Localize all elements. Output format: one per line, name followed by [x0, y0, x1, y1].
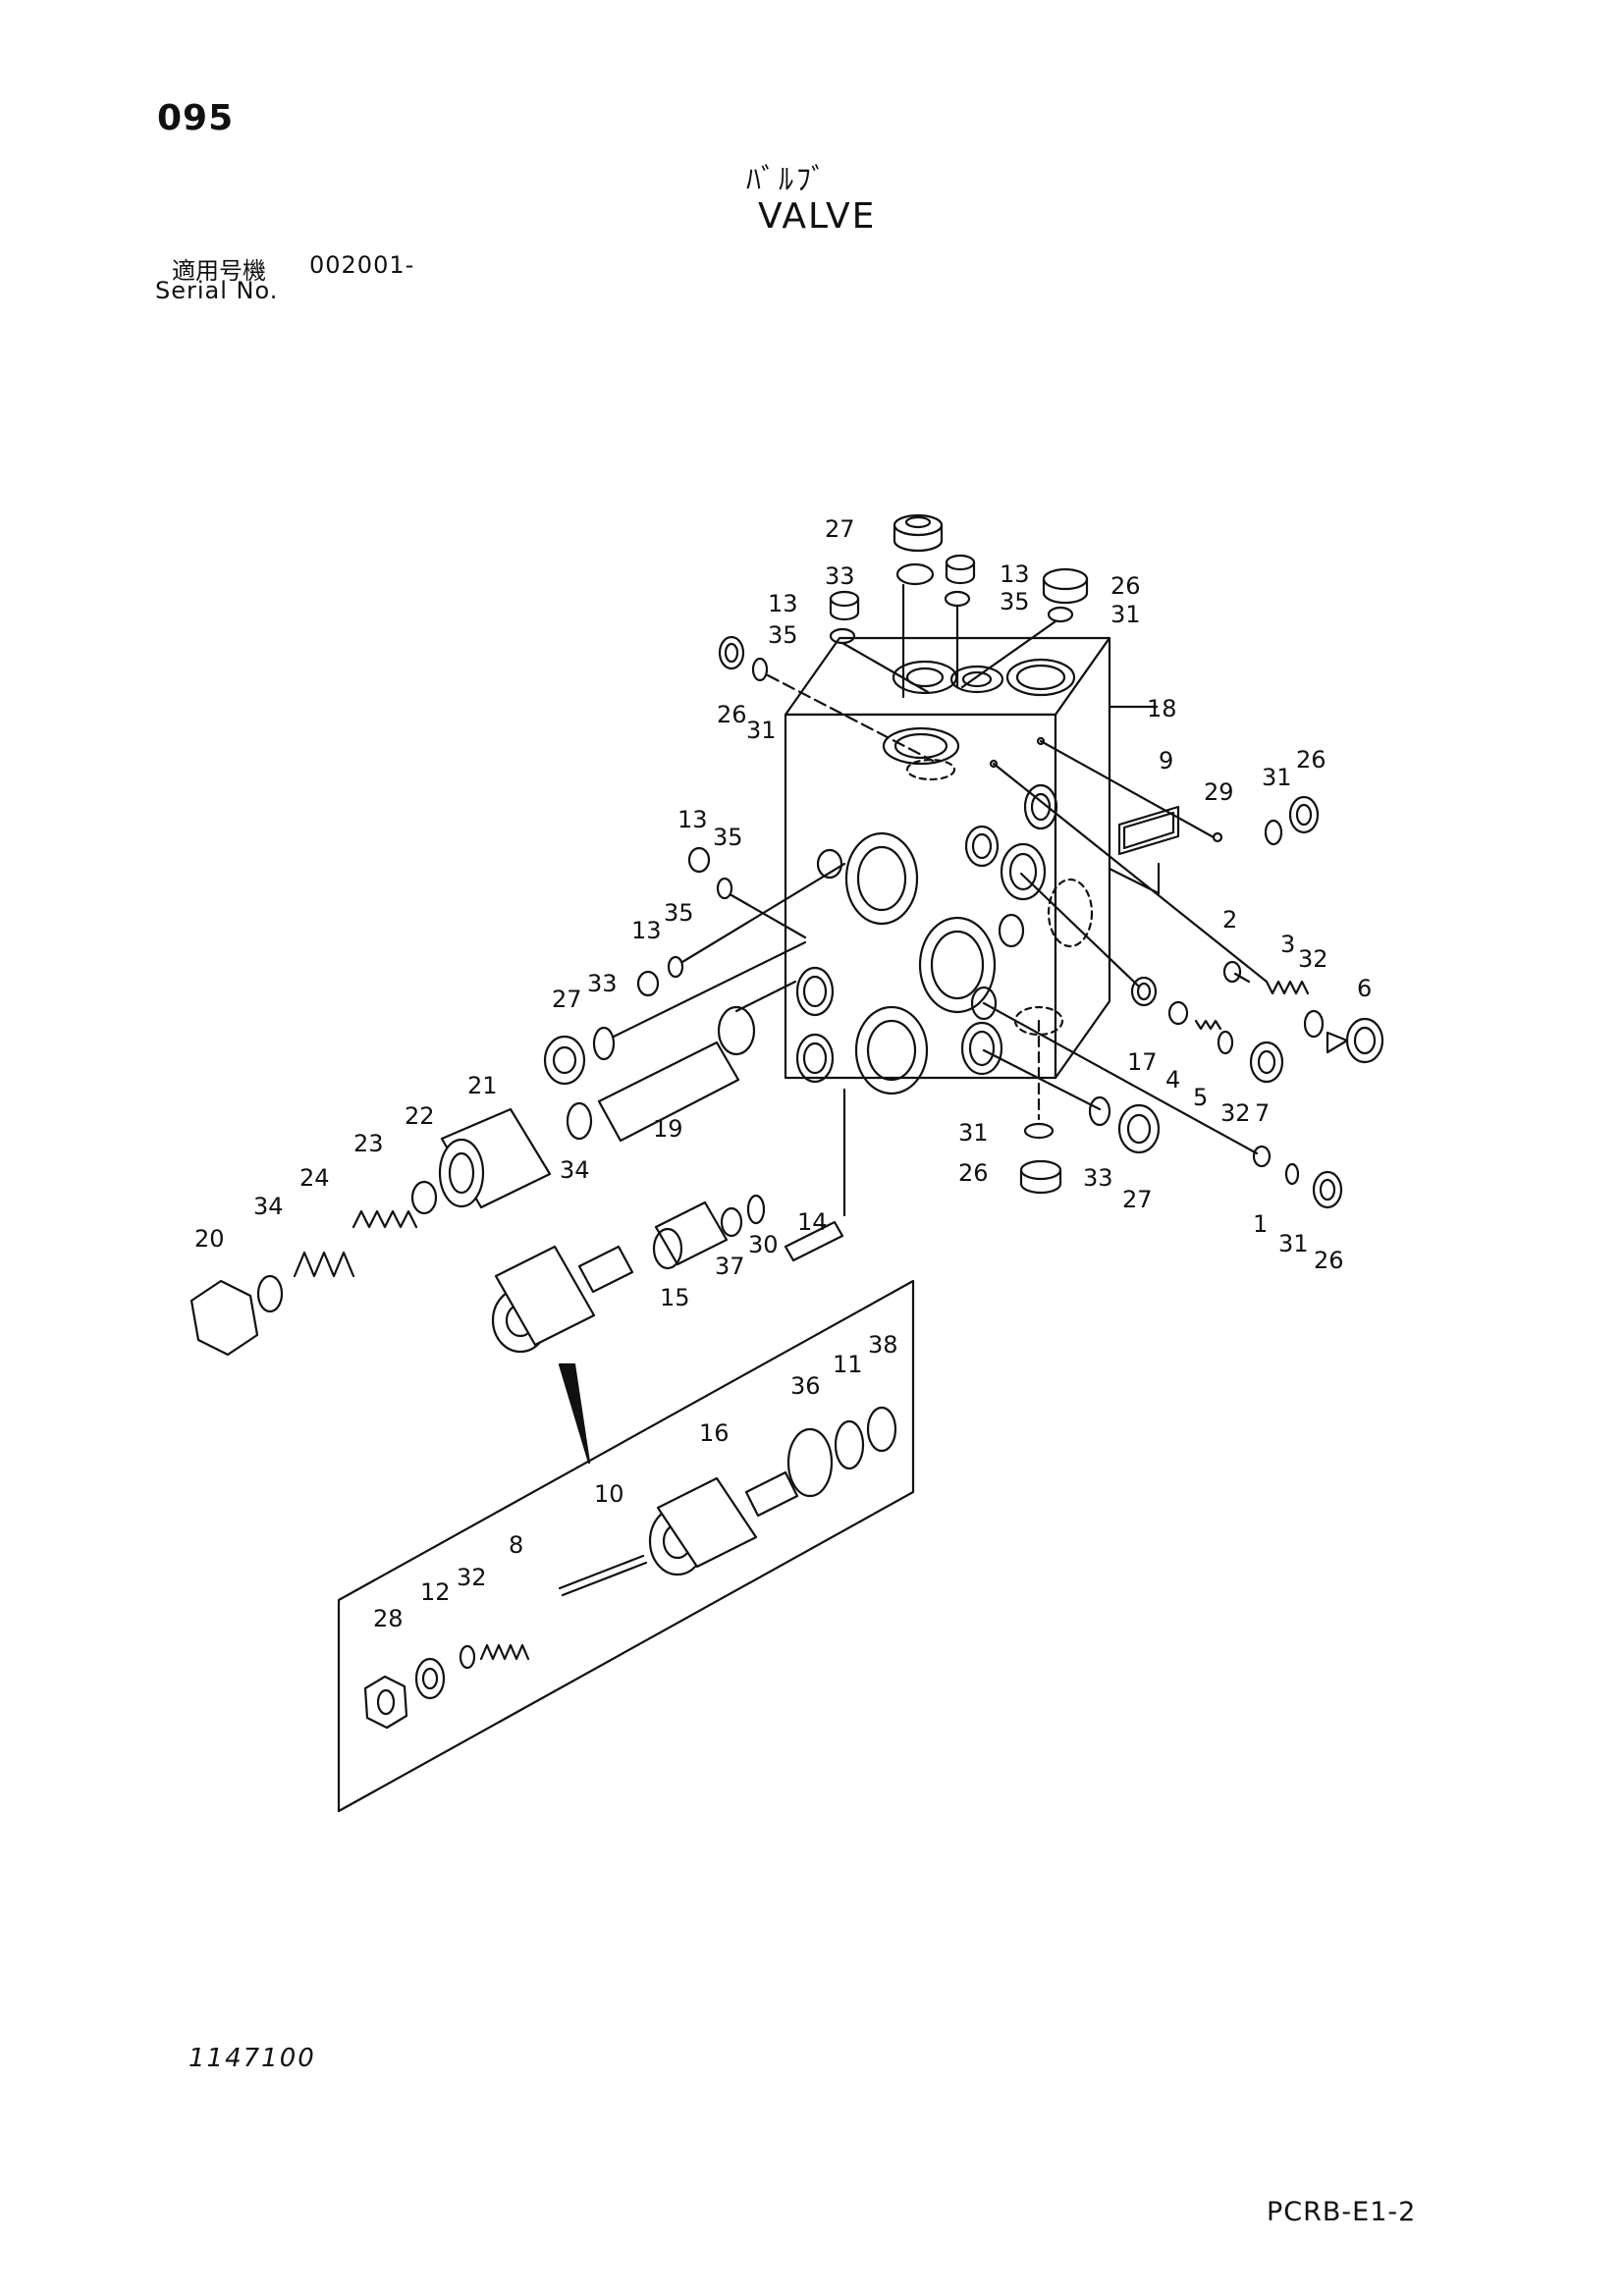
callout-35-left: 35: [713, 824, 743, 851]
callout-31-right: 31: [1262, 764, 1292, 791]
callout-34-lower: 34: [253, 1193, 284, 1220]
callout-27-bottom: 27: [1122, 1186, 1153, 1213]
callout-24: 24: [299, 1164, 330, 1192]
callout-26-right: 26: [1296, 746, 1326, 774]
relief-valve-assembly: [337, 1245, 915, 1813]
callout-9: 9: [1159, 747, 1173, 774]
callout-4: 4: [1165, 1066, 1180, 1094]
callout-33-left: 33: [587, 970, 618, 997]
callout-17: 17: [1127, 1048, 1158, 1076]
callout-21: 21: [467, 1072, 498, 1099]
callout-28: 28: [373, 1605, 404, 1632]
top-port-plugs: [718, 513, 1089, 763]
callout-33-bottom: 33: [1083, 1164, 1113, 1192]
callout-32-lower: 32: [457, 1564, 487, 1591]
callout-26-bottom: 26: [958, 1159, 989, 1187]
callout-26-top: 26: [1110, 572, 1141, 600]
callout-13-left-lower: 13: [631, 917, 662, 944]
page-number: 095: [157, 98, 235, 138]
bottom-port-plugs: [982, 1019, 1161, 1195]
callout-12: 12: [420, 1578, 451, 1606]
callout-35-top: 35: [1000, 588, 1030, 615]
callout-14: 14: [797, 1208, 828, 1236]
callout-32-right: 32: [1298, 945, 1328, 973]
serial-label-english: Serial No.: [155, 277, 279, 304]
callout-31-left: 31: [746, 717, 777, 744]
callout-23: 23: [353, 1130, 384, 1157]
callout-35-left-lower: 35: [664, 899, 694, 927]
callout-10: 10: [594, 1480, 624, 1508]
callout-15: 15: [660, 1284, 690, 1311]
callout-30: 30: [748, 1231, 779, 1258]
callout-8: 8: [509, 1531, 523, 1559]
callout-22: 22: [405, 1102, 435, 1130]
left-side-parts: [189, 846, 846, 1357]
callout-3: 3: [1280, 931, 1295, 958]
valve-block-body: [784, 636, 1159, 1095]
callout-11: 11: [833, 1351, 863, 1378]
right-side-parts: [982, 739, 1384, 1209]
callout-33-top: 33: [825, 562, 855, 590]
callout-29: 29: [1204, 778, 1234, 806]
callout-16: 16: [699, 1419, 730, 1447]
callout-7: 7: [1255, 1099, 1270, 1127]
callout-27-top: 27: [825, 515, 855, 543]
callout-27-left: 27: [552, 986, 582, 1013]
callout-37: 37: [715, 1253, 745, 1280]
callout-20: 20: [194, 1225, 225, 1253]
callout-35-topleft: 35: [768, 621, 798, 649]
callout-6: 6: [1357, 975, 1372, 1002]
callout-32-mid: 32: [1220, 1099, 1251, 1127]
callout-26-lower-right: 26: [1314, 1247, 1344, 1274]
document-code: PCRB-E1-2: [1267, 2197, 1417, 2227]
title-japanese: ﾊﾞﾙﾌﾞ: [746, 163, 829, 197]
drawing-number: 1147100: [189, 2044, 316, 2073]
callout-13-topleft: 13: [768, 590, 798, 617]
callout-26-left: 26: [717, 701, 747, 728]
callout-2: 2: [1222, 906, 1237, 934]
callout-13-top: 13: [1000, 561, 1030, 588]
part-callouts: 27 33 13 35 26 31 13 35 26 31 18 9 29 31…: [194, 515, 1372, 1632]
callout-31-bottom: 31: [958, 1119, 989, 1147]
callout-31-top: 31: [1110, 601, 1141, 628]
callout-5: 5: [1193, 1084, 1208, 1111]
callout-31-lower-right: 31: [1278, 1230, 1309, 1257]
serial-label-japanese: 適用号機: [172, 257, 266, 285]
callout-1: 1: [1253, 1210, 1268, 1238]
callout-34-upper: 34: [560, 1156, 590, 1184]
callout-36: 36: [790, 1372, 821, 1400]
page-title: VALVE: [758, 196, 877, 237]
callout-18: 18: [1147, 695, 1177, 722]
callout-38: 38: [868, 1331, 898, 1359]
serial-number-value: 002001-: [309, 251, 415, 279]
callout-19: 19: [653, 1115, 683, 1143]
callout-13-left: 13: [677, 806, 708, 833]
